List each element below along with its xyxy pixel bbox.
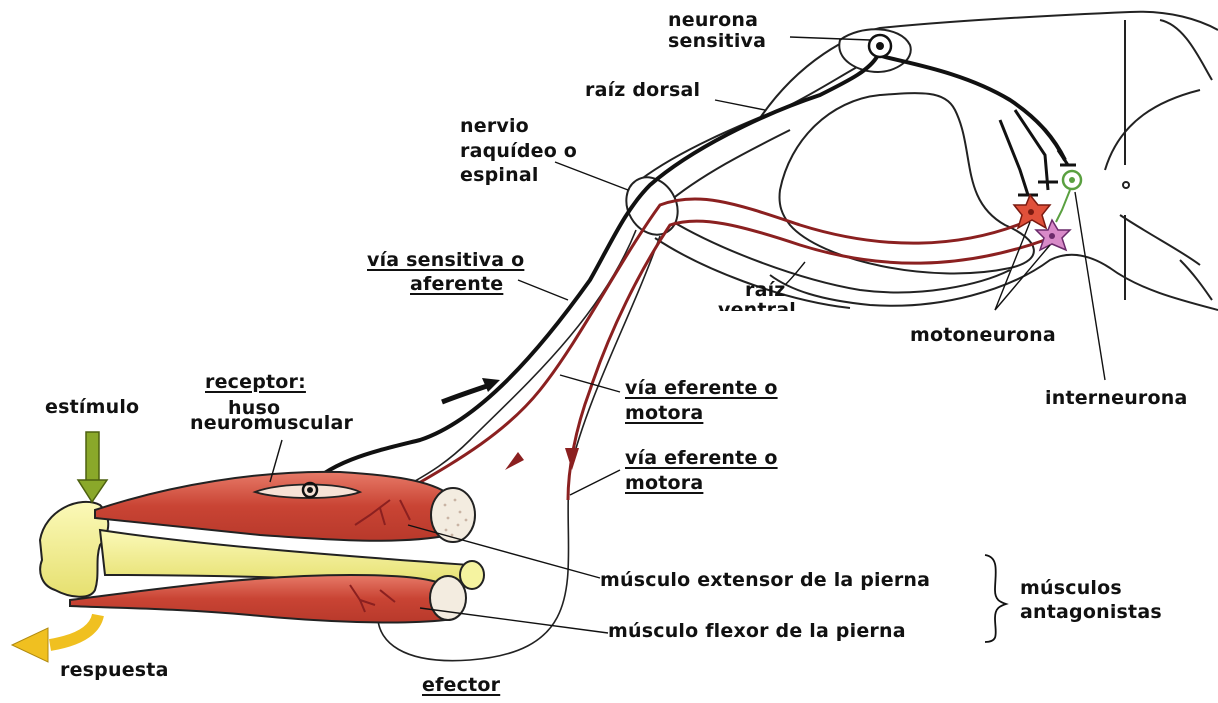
label-interneurona: interneurona	[1045, 388, 1188, 409]
label-nervio-3: espinal	[460, 165, 539, 186]
label-receptor-3: neuromuscular	[190, 413, 353, 434]
label-via-eferente-a-2: motora	[625, 403, 703, 424]
afferent-arrow	[442, 378, 500, 402]
spinal-nerve-bundle	[616, 168, 688, 244]
spinal-cord	[640, 12, 1218, 310]
label-via-eferente-a-1: vía eferente o	[625, 378, 778, 399]
label-via-eferente-b-1: vía eferente o	[625, 448, 778, 469]
label-receptor-1: receptor:	[205, 372, 306, 393]
label-musculo-flexor: músculo flexor de la pierna	[608, 621, 906, 642]
gray-matter	[779, 93, 1033, 273]
label-raiz-ventral-2: ventral	[718, 300, 796, 311]
interneuron-cell	[1056, 171, 1081, 222]
motoneuron-red	[1014, 195, 1050, 228]
label-nervio-2: raquídeo o	[460, 141, 577, 162]
label-neurona-sensitiva-2: sensitiva	[668, 31, 766, 52]
label-estimulo: estímulo	[45, 397, 139, 418]
spinal-cord-outline	[760, 12, 1218, 118]
femur-cut	[460, 561, 484, 589]
stimulus-arrow-icon	[78, 432, 107, 502]
label-raiz-ventral-1: raíz	[745, 280, 786, 301]
sensory-neuron-body	[869, 35, 891, 57]
efferent-arrows	[505, 448, 579, 470]
label-nervio-1: nervio	[460, 116, 529, 137]
label-via-sensitiva-2: aferente	[410, 274, 503, 295]
response-arrow-icon	[12, 615, 98, 662]
label-musculos-antagonistas-2: antagonistas	[1020, 602, 1162, 623]
label-efector: efector	[422, 675, 500, 696]
label-via-sensitiva-1: vía sensitiva o	[367, 250, 524, 271]
extensor-cut	[431, 488, 475, 542]
label-motoneurona: motoneurona	[910, 325, 1056, 346]
label-via-eferente-b-2: motora	[625, 473, 703, 494]
antagonist-bracket	[985, 555, 1006, 642]
flexor-muscle	[70, 575, 466, 622]
label-raiz-dorsal: raíz dorsal	[585, 80, 700, 101]
label-musculo-extensor: músculo extensor de la pierna	[600, 570, 930, 591]
label-neurona-sensitiva-1: neurona	[668, 10, 758, 31]
label-respuesta: respuesta	[60, 660, 169, 681]
label-musculos-antagonistas-1: músculos	[1020, 578, 1122, 599]
extensor-muscle	[95, 472, 475, 542]
